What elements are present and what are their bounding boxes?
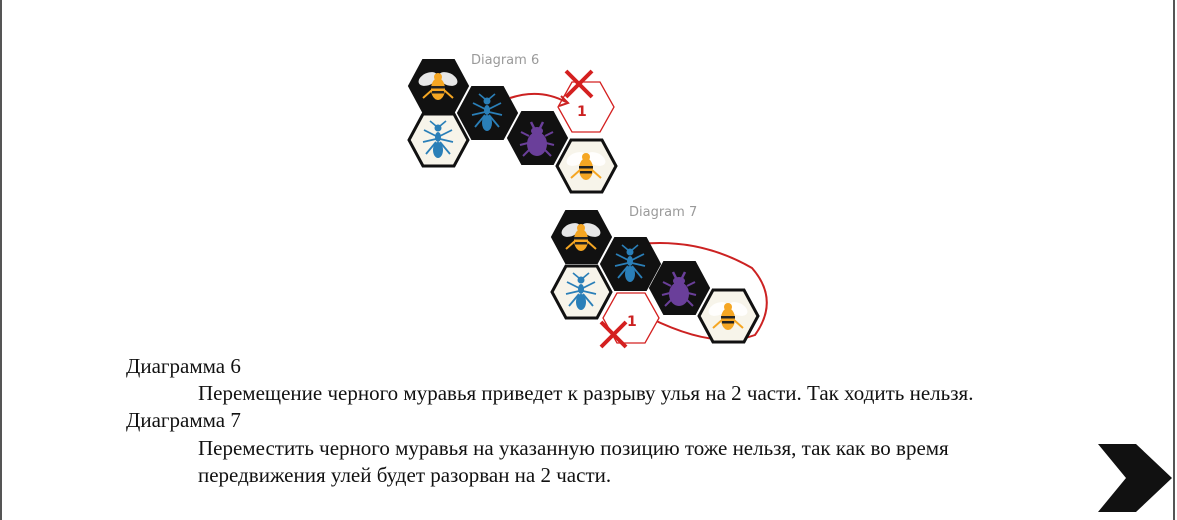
diagram-7-caption: Diagram 7 [629, 205, 697, 220]
hex-tile-bee-white [555, 138, 618, 194]
diagram-7-description-line-1: Переместить черного муравья на указанную… [198, 436, 949, 460]
hex-tile-beetle-black [506, 111, 569, 165]
diagram-6-caption: Diagram 6 [471, 53, 539, 68]
diagram-6-heading: Диаграмма 6 [126, 354, 241, 378]
move-path [509, 92, 567, 103]
hex-tile-ant-white [550, 264, 613, 320]
hex-tile-bee-black [550, 210, 613, 264]
diagram-7-description-line-2: передвижения улей будет разорван на 2 ча… [198, 463, 612, 487]
hex-tile-beetle-black [648, 261, 711, 315]
slot-number: 1 [627, 314, 637, 330]
move-path-arrowhead [558, 95, 570, 107]
hex-tile-ant-black [456, 86, 519, 140]
diagram-6-description: Перемещение черного муравья приведет к р… [198, 381, 974, 405]
diagram-7: Diagram 7 1 [550, 205, 768, 349]
hex-target-slot: 1 [557, 81, 615, 133]
slot-number: 1 [577, 104, 587, 120]
hex-tile-bee-black [407, 59, 470, 113]
next-arrow-icon[interactable] [1092, 440, 1174, 516]
diagram-6: Diagram 6 1 [407, 53, 618, 194]
hex-tile-ant-black [599, 237, 662, 291]
hex-tile-bee-white [697, 288, 760, 344]
move-path [639, 242, 768, 341]
diagrams-illustration: Diagram 6 1 [407, 53, 768, 349]
hex-tile-ant-white [407, 112, 470, 168]
diagram-7-heading: Диаграмма 7 [126, 408, 241, 432]
forbidden-x-icon [599, 320, 628, 349]
forbidden-x-icon [564, 69, 594, 99]
